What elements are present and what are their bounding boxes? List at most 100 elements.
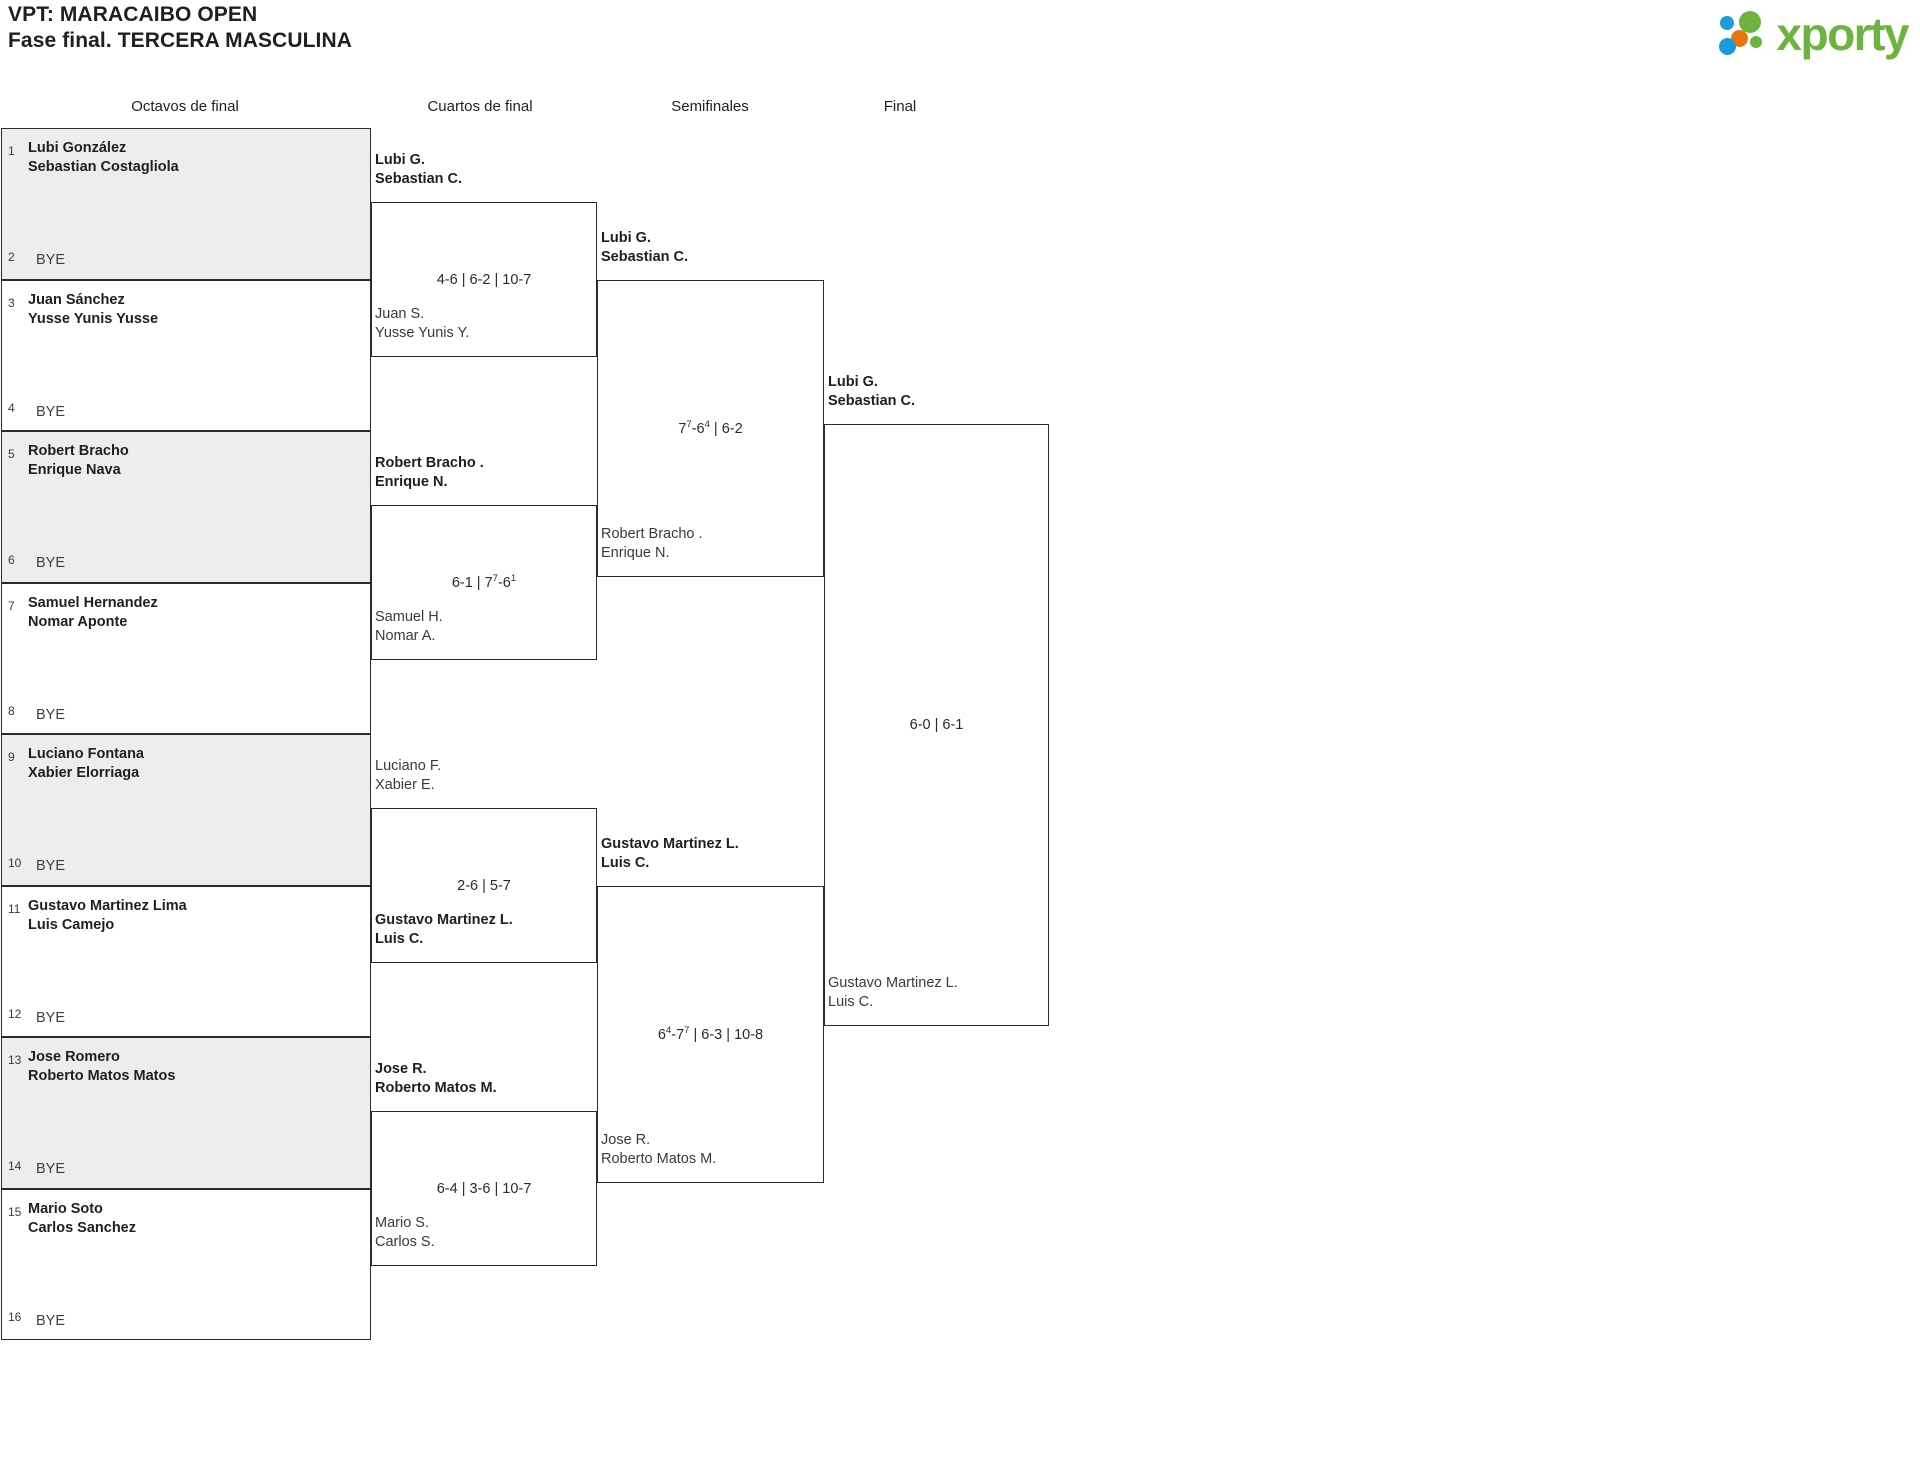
seed-number-top: 3	[8, 295, 15, 310]
logo-dot-blue2-icon	[1719, 38, 1737, 55]
bye-label: BYE	[36, 1161, 66, 1177]
seed-number-top: 1	[8, 144, 15, 158]
quarterfinal-score-2: 6-1 | 77-61	[451, 572, 517, 591]
quarterfinal-score-1: 4-6 | 6-2 | 10-7	[436, 271, 532, 288]
quarterfinal-score-4: 6-4 | 3-6 | 10-7	[436, 1180, 532, 1197]
player-name-1: Lubi G.	[828, 374, 878, 390]
player-name-1: Lubi González	[28, 140, 127, 156]
player-name-2: Nomar A.	[375, 628, 436, 645]
player-name-1: Gustavo Martinez Lima	[28, 897, 187, 914]
semifinal-team-top-1: Lubi G.Sebastian C.	[601, 229, 688, 268]
logo-dot-green-icon	[1739, 11, 1762, 33]
player-name-2: Luis Camejo	[28, 916, 115, 933]
semifinal-score-2: 64-77 | 6-3 | 10-8	[657, 1024, 764, 1043]
seed-number-bottom: 6	[8, 552, 15, 567]
player-name-2: Roberto Matos M.	[601, 1151, 717, 1168]
quarterfinal-team-top-2: Robert Bracho .Enrique N.	[375, 454, 484, 493]
semifinal-score-1: 77-64 | 6-2	[678, 418, 743, 437]
seed-number-bottom: 16	[8, 1310, 22, 1324]
player-name-2: Xabier E.	[375, 777, 435, 794]
bye-label: BYE	[36, 252, 66, 268]
logo-dot-orange-icon	[1731, 30, 1749, 47]
final-team-bottom: Gustavo Martinez L.Luis C.	[828, 974, 958, 1013]
quarterfinal-team-top-4: Jose R.Roberto Matos M.	[375, 1060, 497, 1099]
player-name-1: Gustavo Martinez L.	[828, 975, 958, 991]
player-name-2: Carlos S.	[375, 1234, 435, 1251]
player-name-2: Yusse Yunis Y.	[375, 325, 470, 342]
seed-number-top: 13	[8, 1053, 22, 1067]
page-title: VPT: MARACAIBO OPEN Fase final. TERCERA …	[8, 2, 352, 53]
seed-number-top: 5	[8, 447, 15, 461]
seed-number-bottom: 8	[8, 704, 15, 718]
player-name-2: Nomar Aponte	[28, 613, 128, 630]
semifinal-box-2[interactable]	[597, 886, 824, 1183]
seed-number-top: 15	[8, 1204, 22, 1219]
player-name-1: Gustavo Martinez L.	[375, 912, 513, 928]
player-name-2: Sebastian C.	[828, 393, 916, 410]
seed-number-top: 7	[8, 598, 15, 613]
seed-number-bottom: 10	[8, 855, 22, 870]
tournament-phase: Fase final. TERCERA MASCULINA	[8, 28, 352, 52]
player-name-1: Gustavo Martinez L.	[601, 836, 739, 852]
quarterfinal-box-1[interactable]	[371, 202, 597, 357]
quarterfinal-box-3[interactable]	[371, 808, 597, 963]
quarterfinal-team-bottom-3: Gustavo Martinez L. Luis C.	[375, 911, 513, 950]
player-name-1: Samuel Hernandez	[28, 594, 158, 611]
quarterfinal-score-3: 2-6 | 5-7	[457, 877, 511, 894]
player-name-1: Juan S.	[375, 306, 425, 322]
quarterfinal-box-4[interactable]	[371, 1111, 597, 1266]
seed-number-bottom: 2	[8, 249, 15, 264]
quarterfinal-team-top-3: Luciano F.Xabier E.	[375, 757, 441, 796]
quarterfinal-box-2[interactable]	[371, 505, 597, 660]
quarterfinal-team-bottom-2: Samuel H.Nomar A.	[375, 608, 443, 647]
player-name-1: Luciano Fontana	[28, 746, 144, 762]
semifinal-team-top-2: Gustavo Martinez L. Luis C.	[601, 835, 739, 874]
bye-label: BYE	[36, 1312, 66, 1329]
bye-label: BYE	[36, 555, 66, 571]
round-header-semis: Semifinales	[671, 98, 749, 115]
player-name-1: Robert Bracho	[28, 443, 129, 459]
player-name-1: Robert Bracho .	[601, 526, 703, 542]
tournament-name: VPT: MARACAIBO OPEN	[8, 3, 258, 26]
bye-label: BYE	[36, 1009, 66, 1026]
logo-dots-icon	[1718, 8, 1772, 56]
semifinal-team-bottom-2: Jose R.Roberto Matos M.	[601, 1131, 716, 1170]
round-header-cuartos: Cuartos de final	[427, 98, 533, 115]
player-name-2: Enrique N.	[601, 545, 670, 562]
final-score: 6-0 | 6-1	[909, 717, 964, 733]
bye-label: BYE	[36, 403, 66, 420]
player-name-2: Sebastian C.	[375, 171, 463, 188]
xporty-logo: xporty	[1718, 8, 1909, 60]
player-name-2: Luis C.	[601, 855, 650, 872]
quarterfinal-team-bottom-4: Mario S.Carlos S.	[375, 1214, 435, 1253]
seed-number-top: 11	[8, 901, 21, 916]
round-header-final: Final	[883, 98, 917, 115]
player-name-2: Enrique N.	[375, 474, 448, 491]
player-name-2: Yusse Yunis Yusse	[28, 310, 159, 327]
logo-wordmark: xporty	[1776, 8, 1909, 60]
player-name-2: Sebastian C.	[601, 249, 689, 266]
player-name-2: Luis C.	[375, 931, 424, 948]
final-box[interactable]	[824, 424, 1049, 1026]
player-name-1: Lubi G.	[375, 152, 425, 168]
semifinal-box-1[interactable]	[597, 280, 824, 577]
seed-number-bottom: 14	[8, 1158, 22, 1173]
player-name-1: Juan Sánchez	[28, 291, 125, 308]
